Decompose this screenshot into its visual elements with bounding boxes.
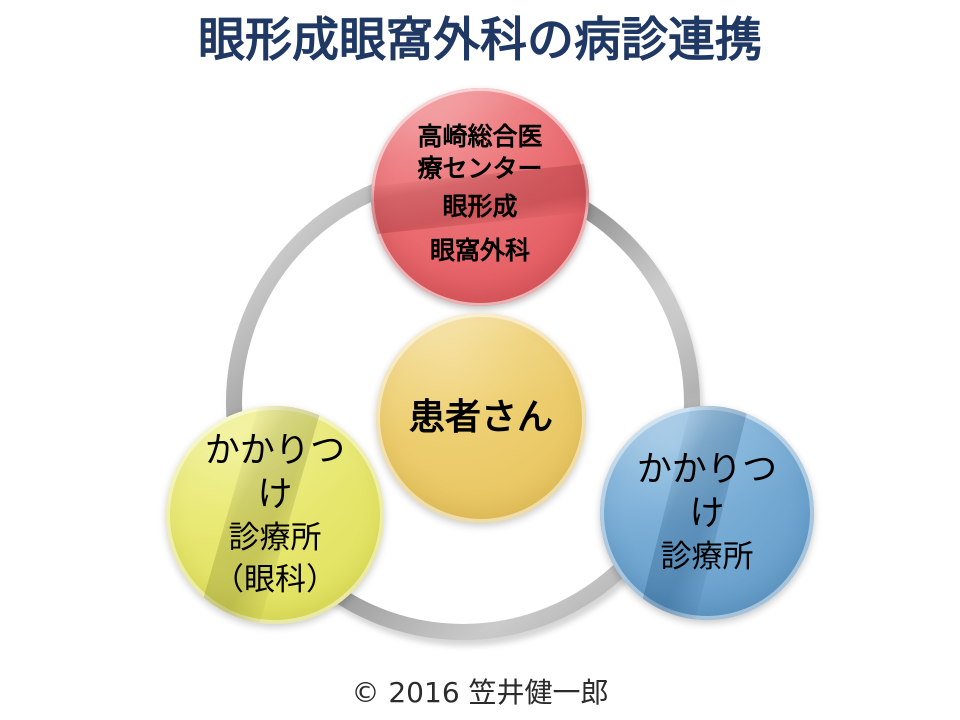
page-title: 眼形成眼窩外科の病診連携 [198, 13, 762, 68]
node-hospital-line-3: 眼形成 [442, 192, 518, 221]
node-hospital-line-1: 高崎総合医 [417, 122, 543, 151]
node-hospital-line-4: 眼窩外科 [429, 236, 530, 265]
node-hospital-line-2: 療センター [417, 154, 543, 183]
node-patient[interactable]: 患者さん [376, 313, 586, 523]
node-clinic-eye-line-2: け [257, 475, 293, 515]
node-clinic-eye-line-3: 診療所 [228, 520, 322, 556]
node-hospital[interactable]: 高崎総合医 療センター 眼形成 眼窩外科 [371, 88, 589, 306]
node-clinic[interactable]: かかりつ け 診療所 [600, 406, 814, 620]
node-clinic-eye-line-1: かかりつ [204, 431, 346, 471]
node-clinic-line-2: け [689, 494, 725, 534]
node-clinic-eye[interactable]: かかりつ け 診療所 （眼科） [166, 406, 384, 624]
node-patient-label: 患者さん [408, 397, 553, 438]
node-clinic-eye-line-4: （眼科） [213, 562, 337, 598]
node-clinic-line-3: 診療所 [660, 539, 754, 575]
node-clinic-line-1: かかりつ [636, 450, 778, 490]
copyright-footer: © 2016 笠井健一郎 [351, 676, 609, 709]
